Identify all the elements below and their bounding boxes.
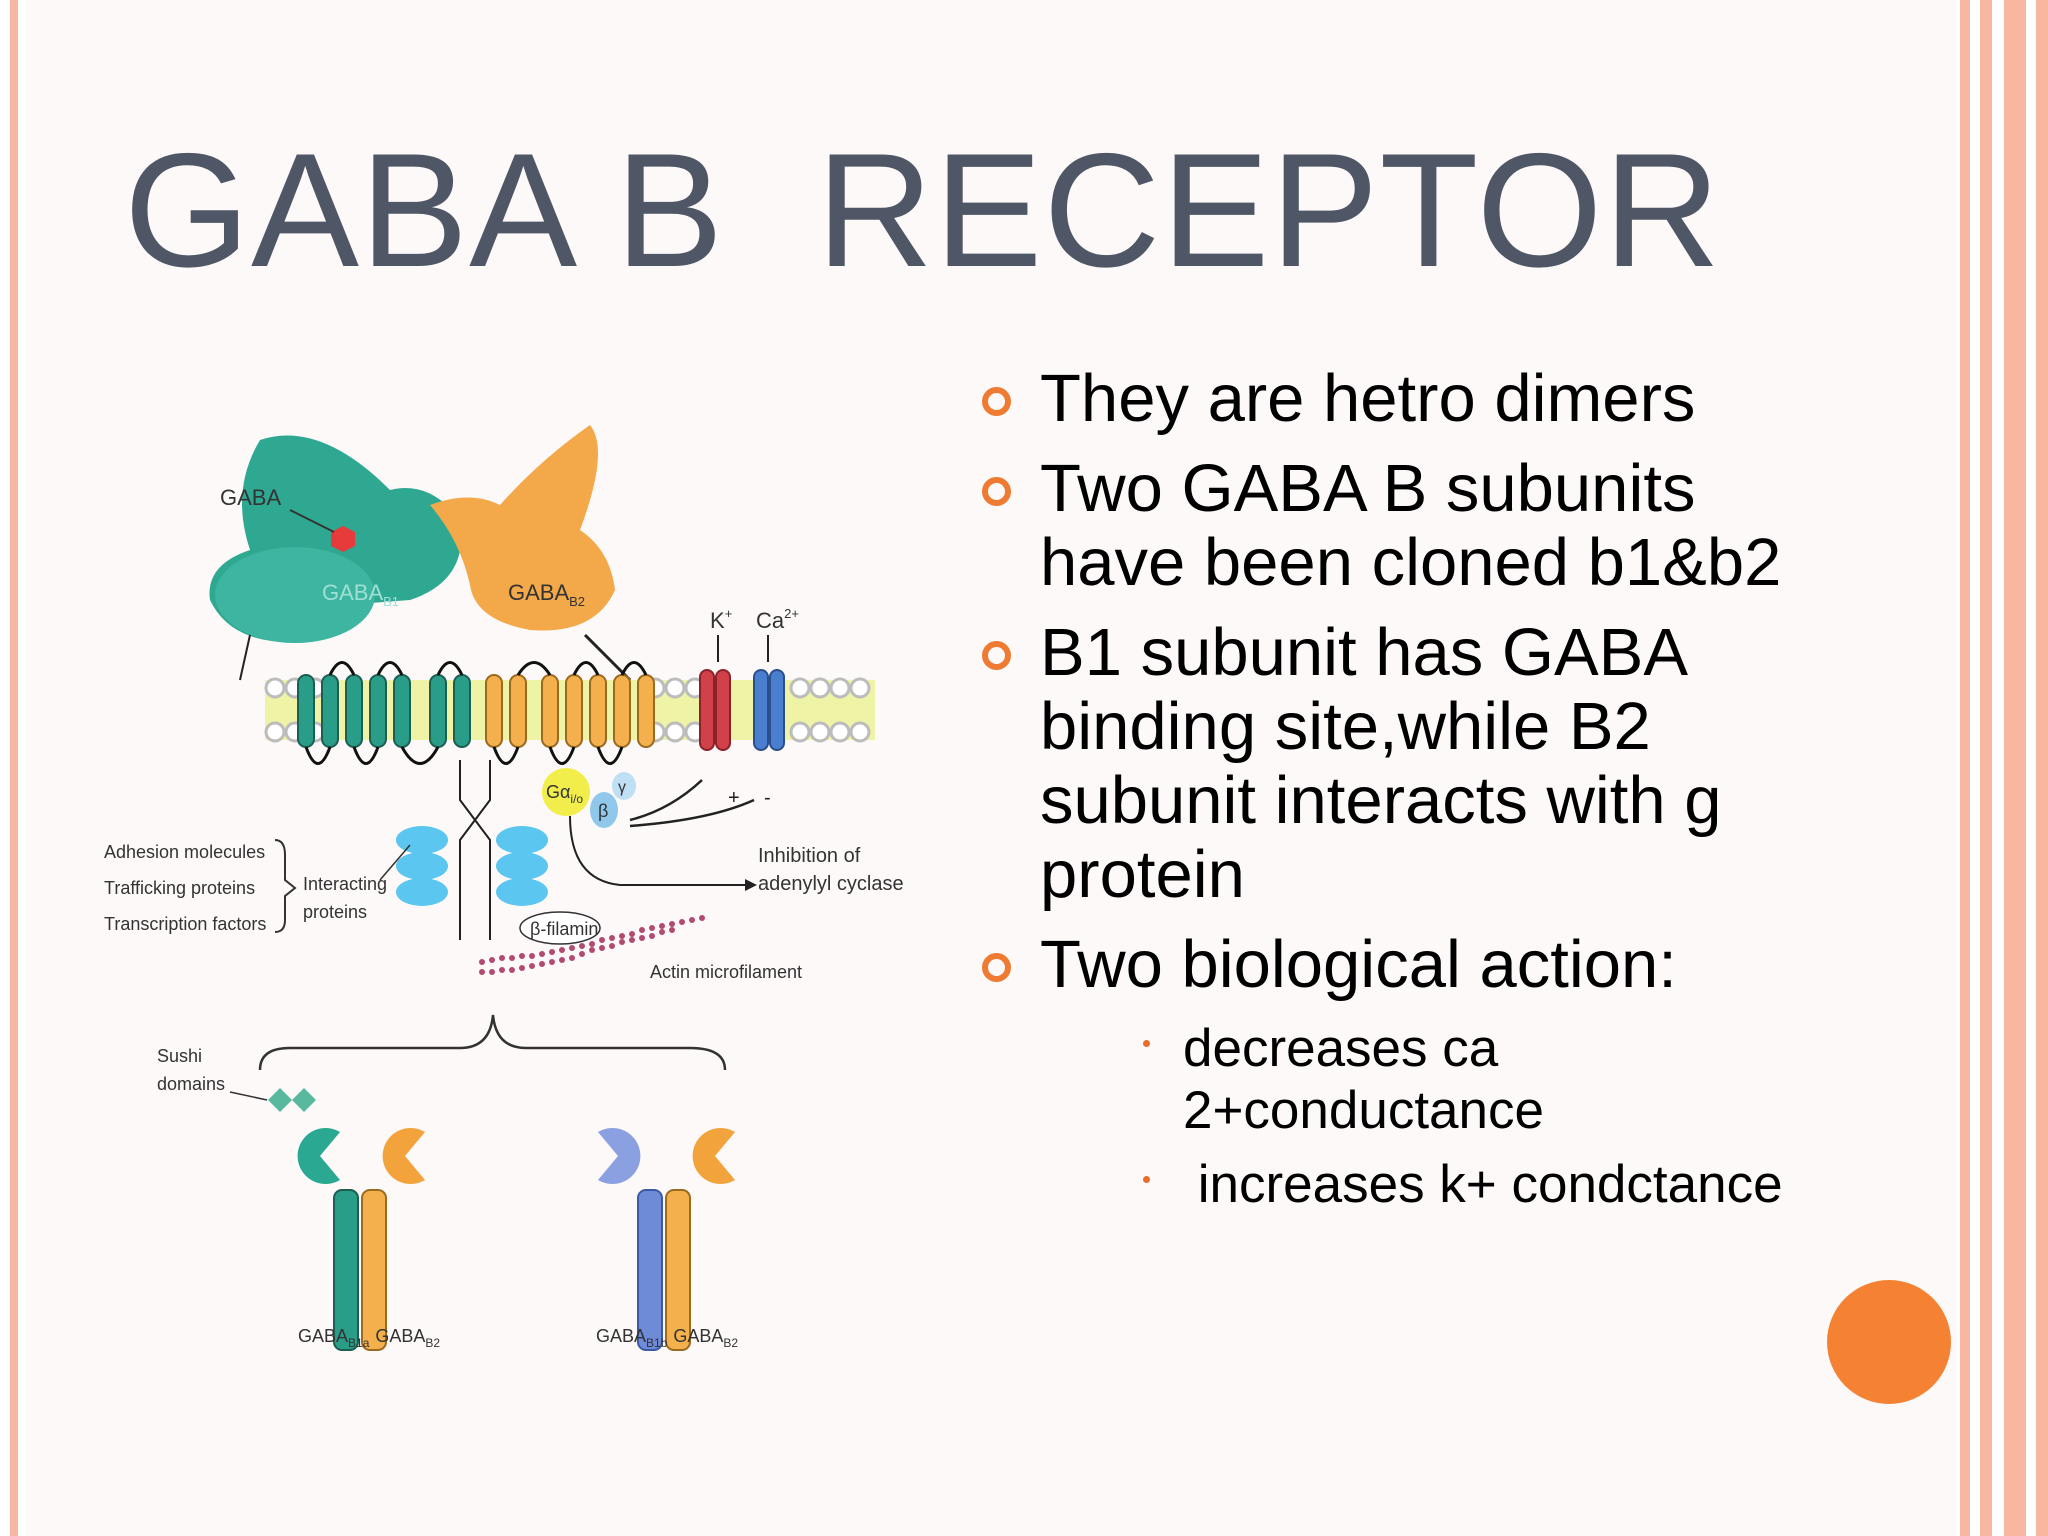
b1-helices	[297, 674, 471, 748]
interacting-proteins-left	[396, 826, 448, 906]
interacting-proteins-right	[496, 826, 548, 906]
left-list-brace	[274, 839, 297, 933]
actin-label: Actin microfilament	[650, 962, 802, 982]
sushi-domain-icon	[292, 1088, 316, 1112]
proteins-label: proteins	[303, 902, 367, 922]
b2-helices	[485, 674, 655, 748]
gaba-b1-lower-lobe	[215, 547, 375, 643]
border-band	[2004, 0, 2026, 1536]
bullet-item: Two GABA B subunits have been cloned b1&…	[975, 452, 1795, 600]
bullet-ring-icon	[982, 953, 1011, 982]
k-plus-sign: +	[728, 787, 740, 809]
slide-border-left	[0, 0, 26, 1536]
bullet-ring-icon	[982, 641, 1011, 670]
border-band	[1980, 0, 1992, 1536]
g-alpha-subunit	[542, 768, 590, 816]
b2-loops	[492, 661, 648, 765]
b2-c-tail	[459, 760, 491, 940]
slide-title: GABA B RECEPTOR	[124, 120, 1722, 301]
gaba-label: GABA	[220, 485, 281, 510]
gaba-ligand-icon	[331, 526, 355, 552]
decorative-orange-circle	[1827, 1280, 1951, 1404]
g-gamma-label: γ	[618, 779, 626, 796]
border-line	[10, 0, 18, 1536]
b2-pacman-icon	[692, 1128, 735, 1184]
domains-label: domains	[157, 1074, 225, 1094]
g-beta-subunit	[590, 792, 618, 828]
bullet-item: Two biological action:	[975, 928, 1795, 1002]
gaba-b2-venus-flytrap	[430, 425, 615, 631]
g-beta-label: β	[598, 801, 608, 821]
sub-bullet-text: increases k+ condctance	[1183, 1155, 1783, 1214]
inhibition-arrowhead	[745, 879, 757, 891]
beta-filamin-label: β-filamin	[530, 919, 598, 939]
bullet-text: Two GABA B subunits have been cloned b1&…	[1040, 451, 1782, 600]
bullet-list: They are hetro dimers Two GABA B subunit…	[975, 362, 1795, 1228]
actin-filament-icon	[479, 915, 705, 975]
border-band	[2036, 0, 2048, 1536]
sushi-domain-icon	[268, 1088, 292, 1112]
inhibition-label-2: adenylyl cyclase	[758, 873, 904, 895]
b1a-pacman-icon	[297, 1128, 340, 1184]
g-to-k-arrow	[629, 779, 703, 822]
ca-minus-sign: -	[764, 787, 771, 809]
trafficking-label: Trafficking proteins	[104, 878, 255, 898]
sushi-pointer	[229, 1091, 268, 1101]
inhibition-arrow	[569, 815, 745, 886]
bullet-ring-icon	[982, 477, 1011, 506]
inhibition-label-1: Inhibition of	[758, 845, 861, 867]
gaba-pointer-line	[289, 509, 335, 533]
sub-bullet-dot-icon	[1143, 1040, 1150, 1047]
b2-helix	[361, 1189, 387, 1351]
isoform-brace	[258, 1014, 727, 1071]
ca-ion-label: Ca2+	[756, 606, 799, 633]
b1a-helix	[333, 1189, 359, 1351]
sub-bullet-item: increases k+ condctance	[975, 1154, 1795, 1216]
b1-c-tail	[459, 760, 491, 940]
gaba-b-receptor-figure: GABA GABAB1 GABAB2	[90, 380, 950, 1370]
receptor-diagram: GABA GABAB1 GABAB2	[104, 425, 904, 1351]
beta-filamin-bubble	[519, 911, 601, 945]
sub-bullet-dot-icon	[1143, 1176, 1150, 1183]
g-gamma-subunit	[612, 772, 636, 800]
interacting-pointer	[379, 844, 411, 881]
k-ion-label: K+	[710, 606, 732, 633]
bullet-item: B1 subunit has GABA binding site,while B…	[975, 616, 1795, 912]
b1-tether	[239, 634, 251, 681]
b2-pacman-icon	[382, 1128, 425, 1184]
gaba-b1-label: GABAB1	[322, 580, 399, 609]
bullet-ring-icon	[982, 387, 1011, 416]
bullet-text: They are hetro dimers	[1040, 361, 1696, 436]
b1-loops	[304, 661, 464, 765]
sub-bullet-text: decreases ca 2+conductance	[1183, 1019, 1544, 1140]
b1b-pacman-icon	[598, 1128, 641, 1184]
b2-helix	[665, 1189, 691, 1351]
ca-channel-icon	[753, 669, 785, 751]
k-channel-icon	[699, 669, 731, 751]
border-band	[1960, 0, 1970, 1536]
bullet-text: B1 subunit has GABA binding site,while B…	[1040, 615, 1722, 912]
b1b-helix	[637, 1189, 663, 1351]
g-alpha-label: Gαi/o	[546, 782, 583, 806]
sushi-label: Sushi	[157, 1046, 202, 1066]
bullet-item: They are hetro dimers	[975, 362, 1795, 436]
g-to-ca-arrow	[629, 798, 755, 828]
bullet-text: Two biological action:	[1040, 927, 1677, 1002]
interacting-label: Interacting	[303, 874, 387, 894]
gaba-b2-label: GABAB2	[508, 580, 585, 609]
slide-border-right	[1957, 0, 2048, 1536]
sub-bullet-item: decreases ca 2+conductance	[975, 1018, 1795, 1142]
adhesion-label: Adhesion molecules	[104, 842, 265, 862]
transcription-label: Transcription factors	[104, 914, 266, 934]
